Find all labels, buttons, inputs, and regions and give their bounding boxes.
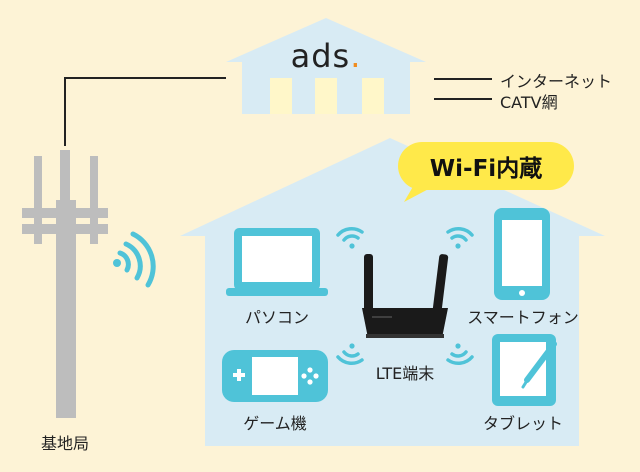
wifi-badge-text: Wi-Fi内蔵 [429,156,543,182]
wifi-icon-upper-left [336,227,364,249]
base-station-tower [22,150,108,418]
tablet-icon [492,334,557,406]
lte-router-icon [362,254,449,338]
logo-dot: . [350,37,362,75]
smartphone-label: スマートフォン [467,308,579,327]
game-console-icon [222,350,328,402]
router-label: LTE端末 [375,364,435,383]
internet-label: インターネット [500,72,613,91]
router-signal-icons [336,227,474,365]
wifi-icon-lower-right [446,343,474,365]
wifi-icon-upper-right [446,227,474,249]
wifi-icon-lower-left [336,343,364,365]
tower-label: 基地局 [40,434,90,453]
tower-signal-icon [113,231,156,288]
smartphone-icon [494,208,550,300]
ads-logo: ads. [291,37,362,75]
logo-text: ads [290,37,351,75]
laptop-icon [226,228,328,296]
tower-office-link [64,77,226,146]
wifi-badge-bubble [398,142,574,202]
catv-label: CATV網 [500,93,558,112]
tablet-label: タブレット [482,414,564,433]
office-building [226,18,426,114]
game-label: ゲーム機 [243,414,307,433]
pc-label: パソコン [244,308,310,327]
